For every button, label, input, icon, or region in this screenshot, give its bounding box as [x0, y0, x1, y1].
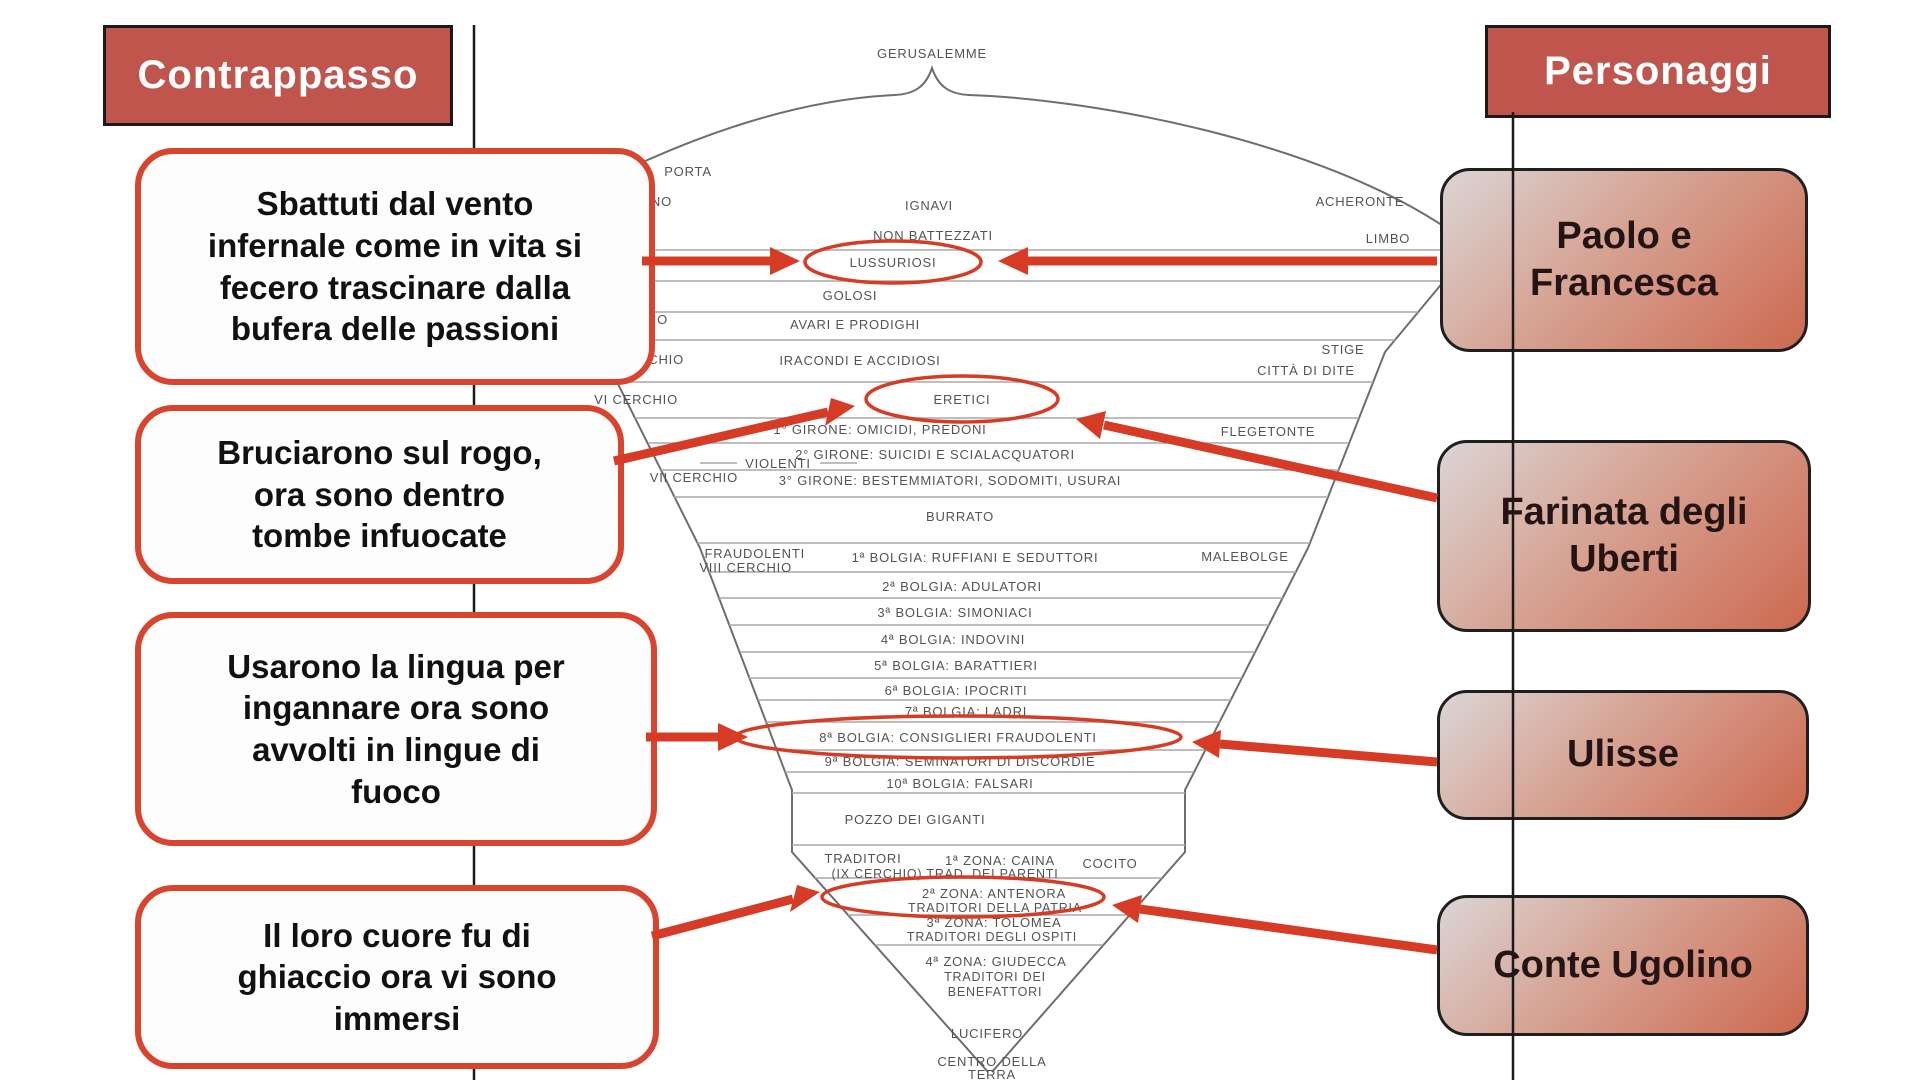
label-cerchio6: VI CERCHIO [594, 392, 678, 407]
charbox-line: Paolo e [1556, 214, 1692, 257]
label-non-battezzati: NON BATTEZZATI [873, 228, 993, 243]
label-zona4b: TRADITORI DEI [944, 970, 1046, 984]
charbox-line: Conte Ugolino [1493, 943, 1753, 986]
callout-line: Sbattuti dal vento [256, 185, 534, 223]
label-centro-1: CENTRO DELLA [937, 1054, 1046, 1069]
callout-line: ghiaccio ora vi sono [237, 958, 557, 996]
label-lussuriosi: LUSSURIOSI [850, 255, 937, 270]
label-acheronte: ACHERONTE [1316, 194, 1405, 209]
label-flegetonte: FLEGETONTE [1221, 424, 1315, 439]
label-zona4a: 4ª ZONA: GIUDECCA [925, 954, 1066, 969]
callout-eretici: Bruciarono sul rogo, ora sono dentro tom… [135, 405, 624, 584]
label-bolgia5: 5ª BOLGIA: BARATTIERI [874, 658, 1038, 673]
label-eretici: ERETICI [934, 392, 991, 407]
callout-consiglieri: Usarono la lingua per ingannare ora sono… [135, 612, 657, 846]
callout-line: ora sono dentro [253, 475, 506, 513]
personaggi-header-label: Personaggi [1544, 49, 1772, 93]
ellipse-lussuriosi [803, 239, 983, 285]
label-lucifero: LUCIFERO [951, 1026, 1023, 1041]
label-pozzo: POZZO DEI GIGANTI [845, 812, 986, 827]
label-citta-di-dite: CITTÀ DI DITE [1257, 363, 1355, 378]
label-traditori: TRADITORI [824, 851, 901, 866]
label-porta: PORTA [664, 164, 712, 179]
label-bolgia8: 8ª BOLGIA: CONSIGLIERI FRAUDOLENTI [819, 730, 1097, 745]
label-zona3a: 3ª ZONA: TOLOMEA [927, 915, 1062, 930]
ellipse-antenora [820, 875, 1106, 919]
ellipse-eretici [864, 374, 1060, 424]
charbox-line: Farinata degli [1500, 490, 1748, 533]
label-zona2a: 2ª ZONA: ANTENORA [922, 886, 1066, 901]
charbox-ulisse: Ulisse [1437, 690, 1809, 820]
callout-line: bufera delle passioni [230, 310, 560, 348]
label-cocito: COCITO [1082, 856, 1137, 871]
label-ignavi: IGNAVI [905, 198, 953, 213]
label-cerchio7: VII CERCHIO [650, 470, 738, 485]
label-zona2b: TRADITORI DELLA PATRIA [908, 901, 1082, 915]
label-avari: AVARI E PRODIGHI [790, 317, 920, 332]
charbox-line: Ulisse [1567, 733, 1679, 776]
label-zona4c: BENEFATTORI [948, 985, 1042, 999]
label-girone2: 2° GIRONE: SUICIDI E SCIALACQUATORI [795, 447, 1075, 462]
label-bolgia6: 6ª BOLGIA: IPOCRITI [885, 683, 1028, 698]
label-bolgia1: 1ª BOLGIA: RUFFIANI E SEDUTTORI [852, 550, 1099, 565]
callout-line: avvolti in lingue di [252, 731, 540, 768]
callout-line: fecero trascinare dalla [219, 268, 571, 306]
label-iracondi: IRACONDI E ACCIDIOSI [779, 353, 940, 368]
callout-line: immersi [333, 999, 461, 1037]
label-bolgia3: 3ª BOLGIA: SIMONIACI [877, 605, 1032, 620]
charbox-line: Uberti [1569, 538, 1679, 580]
charbox-line: Francesca [1529, 262, 1718, 304]
label-stige: STIGE [1321, 342, 1364, 357]
callout-line: infernale come in vita si [207, 226, 583, 264]
label-cerchio8: VIII CERCHIO [699, 560, 792, 575]
river-labels: ACHERONTE LIMBO STIGE CITTÀ DI DITE FLEG… [1082, 194, 1410, 871]
label-golosi: GOLOSI [823, 288, 878, 303]
contrappasso-header: Contrappasso [103, 25, 453, 126]
label-zona1: 1ª ZONA: CAINA [945, 853, 1055, 868]
label-burrato: BURRATO [926, 509, 994, 524]
charbox-paolo-e-francesca: Paolo e Francesca [1440, 168, 1808, 352]
callout-line: fuoco [351, 772, 441, 810]
callout-line: tombe infuocate [252, 517, 507, 555]
callout-lussuriosi: Sbattuti dal vento infernale come in vit… [135, 148, 655, 385]
charbox-conte-ugolino: Conte Ugolino [1437, 895, 1809, 1036]
label-bolgia10: 10ª BOLGIA: FALSARI [886, 776, 1033, 791]
label-fraudolenti: FRAUDOLENTI [704, 546, 805, 561]
label-malebolge: MALEBOLGE [1201, 549, 1288, 564]
label-centro-2: TERRA [968, 1067, 1016, 1080]
label-bolgia4: 4ª BOLGIA: INDOVINI [881, 632, 1025, 647]
callout-line: Bruciarono sul rogo, [217, 434, 542, 472]
callout-line: Il loro cuore fu di [263, 916, 531, 954]
charbox-farinata: Farinata degli Uberti [1437, 440, 1811, 632]
contrappasso-header-label: Contrappasso [137, 53, 419, 97]
label-zona3b: TRADITORI DEGLI OSPITI [907, 930, 1077, 944]
label-girone1: 1° GIRONE: OMICIDI, PREDONI [773, 422, 986, 437]
label-girone3: 3° GIRONE: BESTEMMIATORI, SODOMITI, USUR… [779, 473, 1121, 488]
label-bolgia2: 2ª BOLGIA: ADULATORI [882, 579, 1042, 594]
callout-line: Usarono la lingua per [227, 647, 565, 685]
label-limbo: LIMBO [1366, 231, 1410, 246]
label-gerusalemme: GERUSALEMME [877, 46, 987, 61]
callout-traditori: Il loro cuore fu di ghiaccio ora vi sono… [135, 885, 659, 1069]
funnel-top-arc [614, 64, 1453, 233]
personaggi-header: Personaggi [1485, 25, 1831, 118]
funnel-labels: GERUSALEMME PORTA INFERNO IGNAVI NON BAT… [608, 46, 1121, 1080]
callout-line: ingannare ora sono [242, 689, 550, 727]
